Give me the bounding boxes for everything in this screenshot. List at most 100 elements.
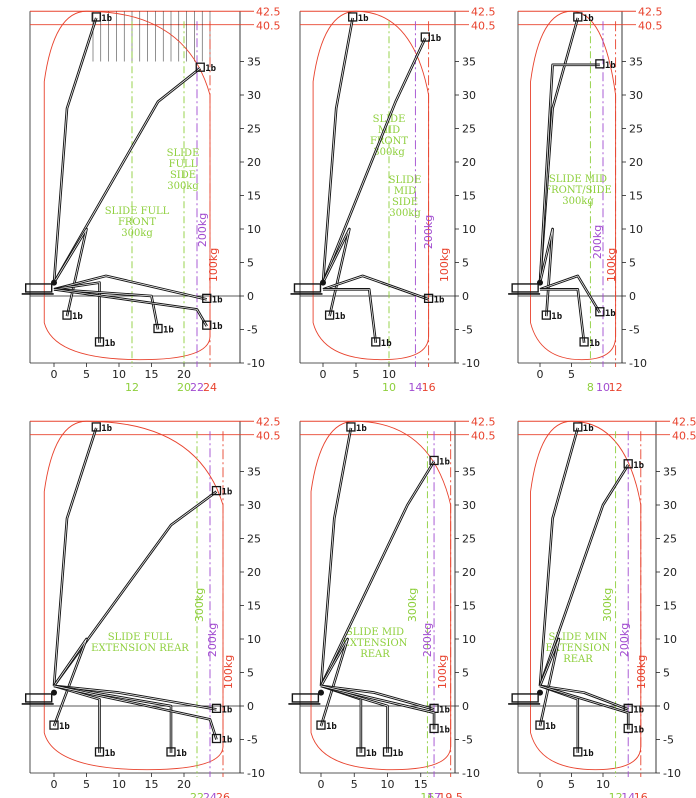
x-tick-label: 0	[537, 368, 544, 381]
limit-label-kg200: 200kg	[196, 213, 209, 247]
limit-value-kg100: 24	[203, 381, 217, 394]
platform-label: 1b	[222, 736, 233, 746]
platform-label: 1b	[72, 312, 83, 322]
vehicle-chassis-icon	[25, 283, 53, 293]
platform-label: 1b	[583, 14, 594, 24]
turret-pivot-icon	[51, 689, 57, 696]
top-mark-40-5: 40.5	[256, 20, 281, 33]
y-tick-label: 25	[629, 123, 643, 136]
y-tick-label: 30	[462, 499, 476, 512]
platform-label: 1b	[393, 749, 404, 759]
caption-line: SLIDE	[167, 148, 200, 159]
platform-basket-icon	[623, 459, 633, 469]
caption-line: FRONT	[118, 217, 156, 228]
platform-label: 1b	[605, 309, 616, 319]
y-tick-label: 25	[663, 533, 677, 546]
limit-label-kg100: 100kg	[436, 655, 449, 689]
y-tick-label: 5	[247, 667, 254, 680]
platform-label: 1b	[163, 326, 174, 336]
boom-arm	[538, 17, 580, 283]
limit-value-kg100: 12	[609, 381, 623, 394]
boom-arm-inner	[53, 427, 97, 686]
y-tick-label: 20	[462, 566, 476, 579]
platform-basket-icon	[202, 293, 212, 304]
limit-value-kg300: 20	[177, 381, 191, 394]
platform-label: 1b	[583, 749, 594, 759]
y-tick-label: 0	[247, 700, 254, 713]
y-tick-label: -10	[462, 357, 480, 370]
boom-arm-inner	[323, 288, 377, 343]
boom-arm-inner	[322, 17, 354, 283]
y-tick-label: 10	[462, 223, 476, 236]
x-tick-label: 10	[112, 368, 126, 381]
boom-arm-inner	[320, 685, 435, 710]
platform-basket-icon	[153, 323, 163, 334]
limit-value-kg200: 14	[408, 381, 422, 394]
y-tick-label: -10	[663, 767, 681, 780]
limit-label-kg100: 100kg	[635, 655, 648, 689]
platform-label: 1b	[439, 457, 450, 467]
turret-pivot-icon	[537, 689, 543, 696]
platform-basket-icon	[94, 337, 105, 347]
platform-basket-icon	[211, 703, 222, 713]
y-tick-label: -5	[663, 734, 674, 747]
platform-basket-icon	[420, 32, 430, 42]
boom-arm-inner	[539, 638, 560, 727]
y-tick-label: 10	[247, 633, 261, 646]
platform-basket-icon	[324, 310, 335, 320]
y-tick-label: 0	[629, 290, 636, 303]
x-tick-label: 10	[112, 778, 126, 791]
turret-pivot-icon	[537, 279, 543, 286]
platform-label: 1b	[212, 322, 223, 332]
caption-line: SIDE	[170, 170, 196, 181]
platform-basket-icon	[316, 720, 326, 730]
top-mark-42-5: 42.5	[471, 415, 496, 428]
platform-label: 1b	[439, 725, 450, 735]
top-mark-40-5: 40.5	[256, 430, 281, 443]
y-tick-label: 35	[462, 466, 476, 479]
y-tick-label: 30	[247, 89, 261, 102]
working-envelope	[530, 420, 642, 771]
platform-label: 1b	[335, 312, 346, 322]
limit-value-kg300: 12	[609, 791, 623, 798]
boom-arm-inner	[53, 288, 159, 330]
top-mark-42-5: 42.5	[256, 415, 281, 428]
y-tick-label: 5	[247, 257, 254, 270]
x-tick-label: 0	[318, 778, 325, 791]
boom-arm-inner	[53, 685, 217, 710]
platform-label: 1b	[633, 461, 644, 471]
platform-label: 1b	[545, 722, 556, 732]
platform-label: 1b	[356, 424, 367, 434]
x-tick-label: 15	[414, 778, 428, 791]
y-tick-label: 10	[462, 633, 476, 646]
platform-basket-icon	[595, 59, 605, 69]
boom-arm-inner	[540, 288, 585, 343]
caption-line: REAR	[563, 654, 593, 665]
platform-basket-icon	[623, 723, 633, 734]
limit-value-kg200: 24	[203, 791, 217, 798]
limit-value-kg300: 12	[125, 381, 139, 394]
caption-line: 300kg	[373, 147, 405, 158]
top-mark-40-5: 40.5	[471, 20, 496, 33]
caption-line: EXTENSION	[546, 643, 611, 654]
y-tick-label: 5	[462, 667, 469, 680]
y-tick-label: 10	[663, 633, 677, 646]
working-envelope	[310, 420, 452, 771]
platform-label: 1b	[105, 749, 116, 759]
platform-basket-icon	[535, 720, 545, 730]
limit-value-kg300: 8	[587, 381, 594, 394]
y-tick-label: -10	[247, 767, 265, 780]
caption-line: FRONT/SIDE	[544, 185, 612, 196]
caption-line: MID	[378, 125, 400, 136]
platform-label: 1b	[605, 61, 616, 71]
limit-label-kg200: 200kg	[618, 623, 631, 657]
y-tick-label: 20	[629, 156, 643, 169]
vehicle-chassis-icon	[511, 693, 539, 703]
platform-label: 1b	[583, 424, 594, 434]
platform-basket-icon	[211, 485, 222, 496]
y-tick-label: 10	[247, 223, 261, 236]
boom-arm-inner	[53, 17, 97, 283]
vehicle-chassis-icon	[511, 283, 539, 293]
y-tick-label: 15	[663, 600, 677, 613]
